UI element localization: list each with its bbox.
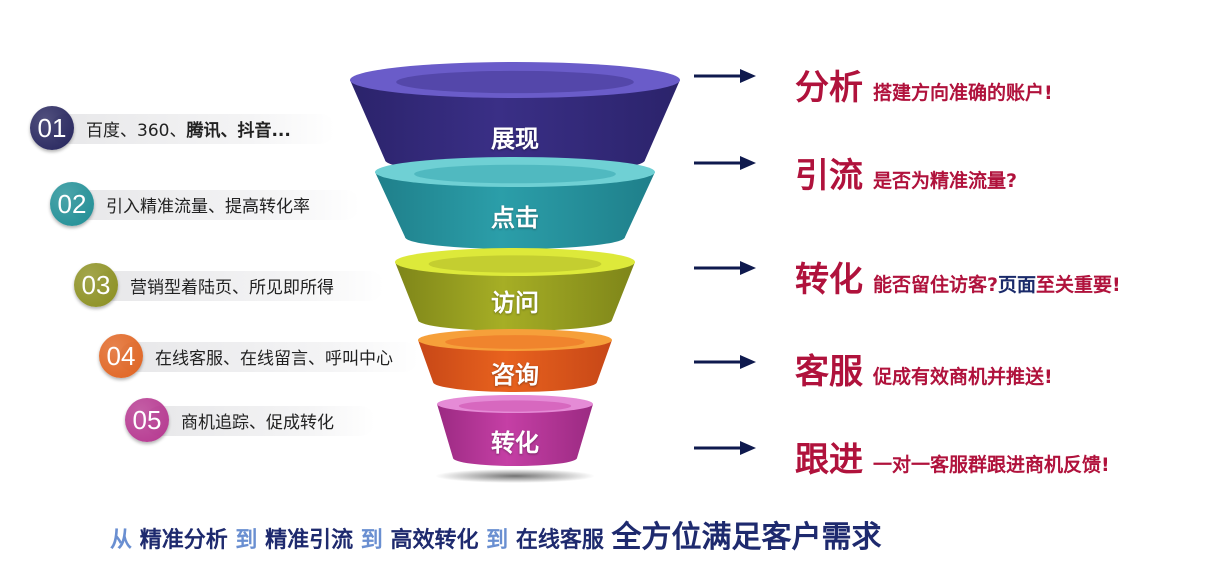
step-text: 在线客服、在线留言、呼叫中心	[155, 348, 393, 369]
right-title: 转化	[795, 260, 863, 300]
step-05: 05 商机追踪、促成转化	[125, 398, 375, 442]
right-item-traffic: 引流 是否为精准流量?	[795, 148, 1017, 197]
stage-label-consult: 咨询	[491, 361, 539, 389]
funnel-layer-inner	[458, 400, 572, 412]
step-text: 百度、360、腾讯、抖音...	[86, 120, 291, 141]
right-item-conversion: 转化 能否留住访客?页面至关重要!	[795, 252, 1121, 301]
step-badge: 03	[74, 263, 118, 307]
arrow-right-icon	[694, 69, 756, 83]
funnel-layer-inner	[428, 255, 602, 273]
funnel-layer-body	[418, 340, 612, 392]
funnel-layer-inner	[414, 164, 616, 184]
funnel-layer-top	[437, 395, 593, 413]
stage-label-exposure: 展现	[491, 125, 539, 153]
funnel-layer-top	[350, 62, 680, 98]
right-desc: 促成有效商机并推送!	[873, 366, 1053, 388]
funnel-layer-inner	[445, 335, 585, 349]
funnel-layer-top	[418, 329, 612, 351]
right-desc: 能否留住访客?页面至关重要!	[873, 274, 1121, 296]
stage-label-click: 点击	[491, 204, 539, 232]
step-badge: 02	[50, 182, 94, 226]
step-bar	[119, 342, 419, 372]
right-title: 引流	[795, 156, 863, 196]
step-text: 营销型着陆页、所见即所得	[130, 277, 334, 298]
step-bar	[50, 114, 335, 144]
right-desc: 一对一客服群跟进商机反馈!	[873, 454, 1110, 476]
funnel-layer-inner	[396, 70, 634, 94]
stage-label-convert: 转化	[491, 429, 539, 457]
step-02: 02 引入精准流量、提高转化率	[50, 182, 360, 226]
right-title: 跟进	[795, 440, 863, 480]
arrow-right-icon	[694, 355, 756, 369]
step-01: 01 百度、360、腾讯、抖音...	[30, 106, 335, 150]
arrow-right-icon	[694, 261, 756, 275]
funnel-layer-body	[395, 262, 635, 331]
arrow-right-icon	[694, 441, 756, 455]
right-item-followup: 跟进 一对一客服群跟进商机反馈!	[795, 432, 1110, 481]
bottom-slogan: 从 精准分析 到 精准引流 到 高效转化 到 在线客服 全方位满足客户需求	[110, 520, 882, 555]
arrow-right-icon	[694, 156, 756, 170]
funnel-layer-body	[350, 80, 680, 174]
funnel-shadow	[435, 469, 595, 483]
funnel-layer-top	[395, 248, 635, 276]
step-04: 04 在线客服、在线留言、呼叫中心	[99, 334, 419, 378]
right-title: 客服	[795, 352, 863, 392]
right-desc: 搭建方向准确的账户!	[873, 82, 1053, 104]
step-badge: 04	[99, 334, 143, 378]
right-title: 分析	[795, 68, 863, 108]
step-03: 03 营销型着陆页、所见即所得	[74, 263, 384, 307]
step-bar	[70, 190, 360, 220]
stage-label-visit: 访问	[491, 289, 539, 317]
step-bar	[94, 271, 384, 301]
step-badge: 05	[125, 398, 169, 442]
right-desc: 是否为精准流量?	[873, 170, 1018, 192]
step-text: 商机追踪、促成转化	[181, 412, 334, 433]
step-text: 引入精准流量、提高转化率	[106, 196, 310, 217]
funnel-layer-body	[437, 404, 593, 466]
step-badge: 01	[30, 106, 74, 150]
funnel-layer-body	[375, 172, 655, 249]
step-bar	[145, 406, 375, 436]
right-item-analysis: 分析 搭建方向准确的账户!	[795, 60, 1053, 109]
right-item-service: 客服 促成有效商机并推送!	[795, 344, 1053, 393]
funnel-layer-top	[375, 157, 655, 187]
